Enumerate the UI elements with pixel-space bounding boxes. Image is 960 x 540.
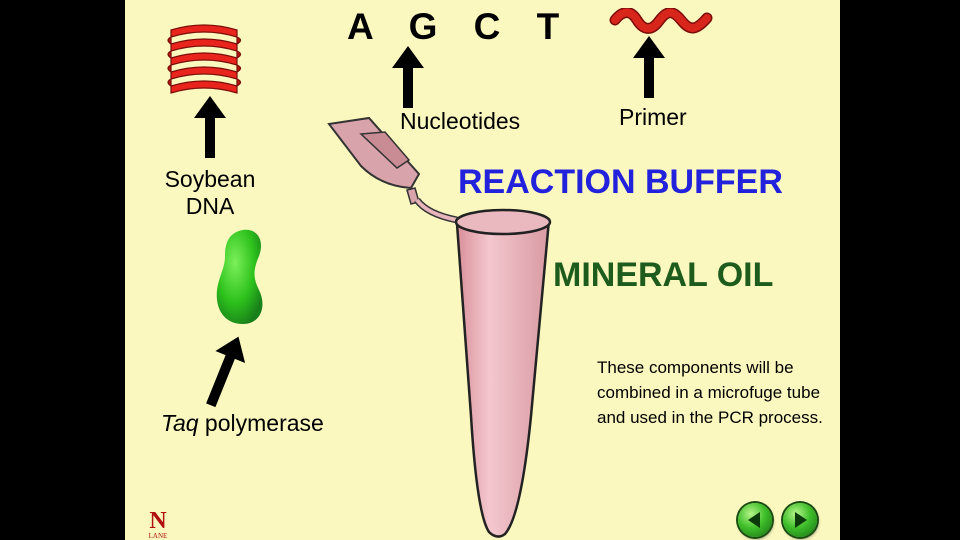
next-slide-button[interactable] <box>783 503 817 537</box>
nucleotide-letters: A G C T <box>347 6 573 47</box>
logo-text: LANE <box>148 532 168 540</box>
chevron-right-icon <box>795 512 807 528</box>
reaction-buffer-label: REACTION BUFFER <box>458 163 783 201</box>
chevron-left-icon <box>748 512 760 528</box>
soybean-dna-label-line2: DNA <box>185 193 235 219</box>
arrow-up-icon <box>194 96 226 158</box>
mineral-oil-label: MINERAL OIL <box>553 256 774 294</box>
taq-polymerase-label: Taq polymerase <box>161 410 324 437</box>
nucleotides-label: Nucleotides <box>400 108 521 134</box>
logo-letter: N <box>149 508 167 534</box>
primer-label: Primer <box>619 104 687 130</box>
arrow-up-icon <box>633 36 665 98</box>
primer-strand-icon <box>609 8 713 34</box>
polymerase-text: polymerase <box>198 410 324 436</box>
microfuge-tube-icon <box>327 116 552 538</box>
previous-slide-button[interactable] <box>738 503 772 537</box>
arrow-up-icon <box>206 336 246 408</box>
taq-polymerase-blob-icon <box>216 229 263 324</box>
slide: Soybean DNA A G C T Nucleotides Primer <box>125 0 840 540</box>
dna-helix-icon <box>167 24 242 94</box>
taq-italic-text: Taq <box>161 410 199 436</box>
arrow-up-icon <box>392 46 424 108</box>
caption-text: These components will be combined in a m… <box>597 358 823 427</box>
university-logo: N LANE <box>147 508 169 540</box>
soybean-dna-label-line1: Soybean <box>164 166 256 192</box>
